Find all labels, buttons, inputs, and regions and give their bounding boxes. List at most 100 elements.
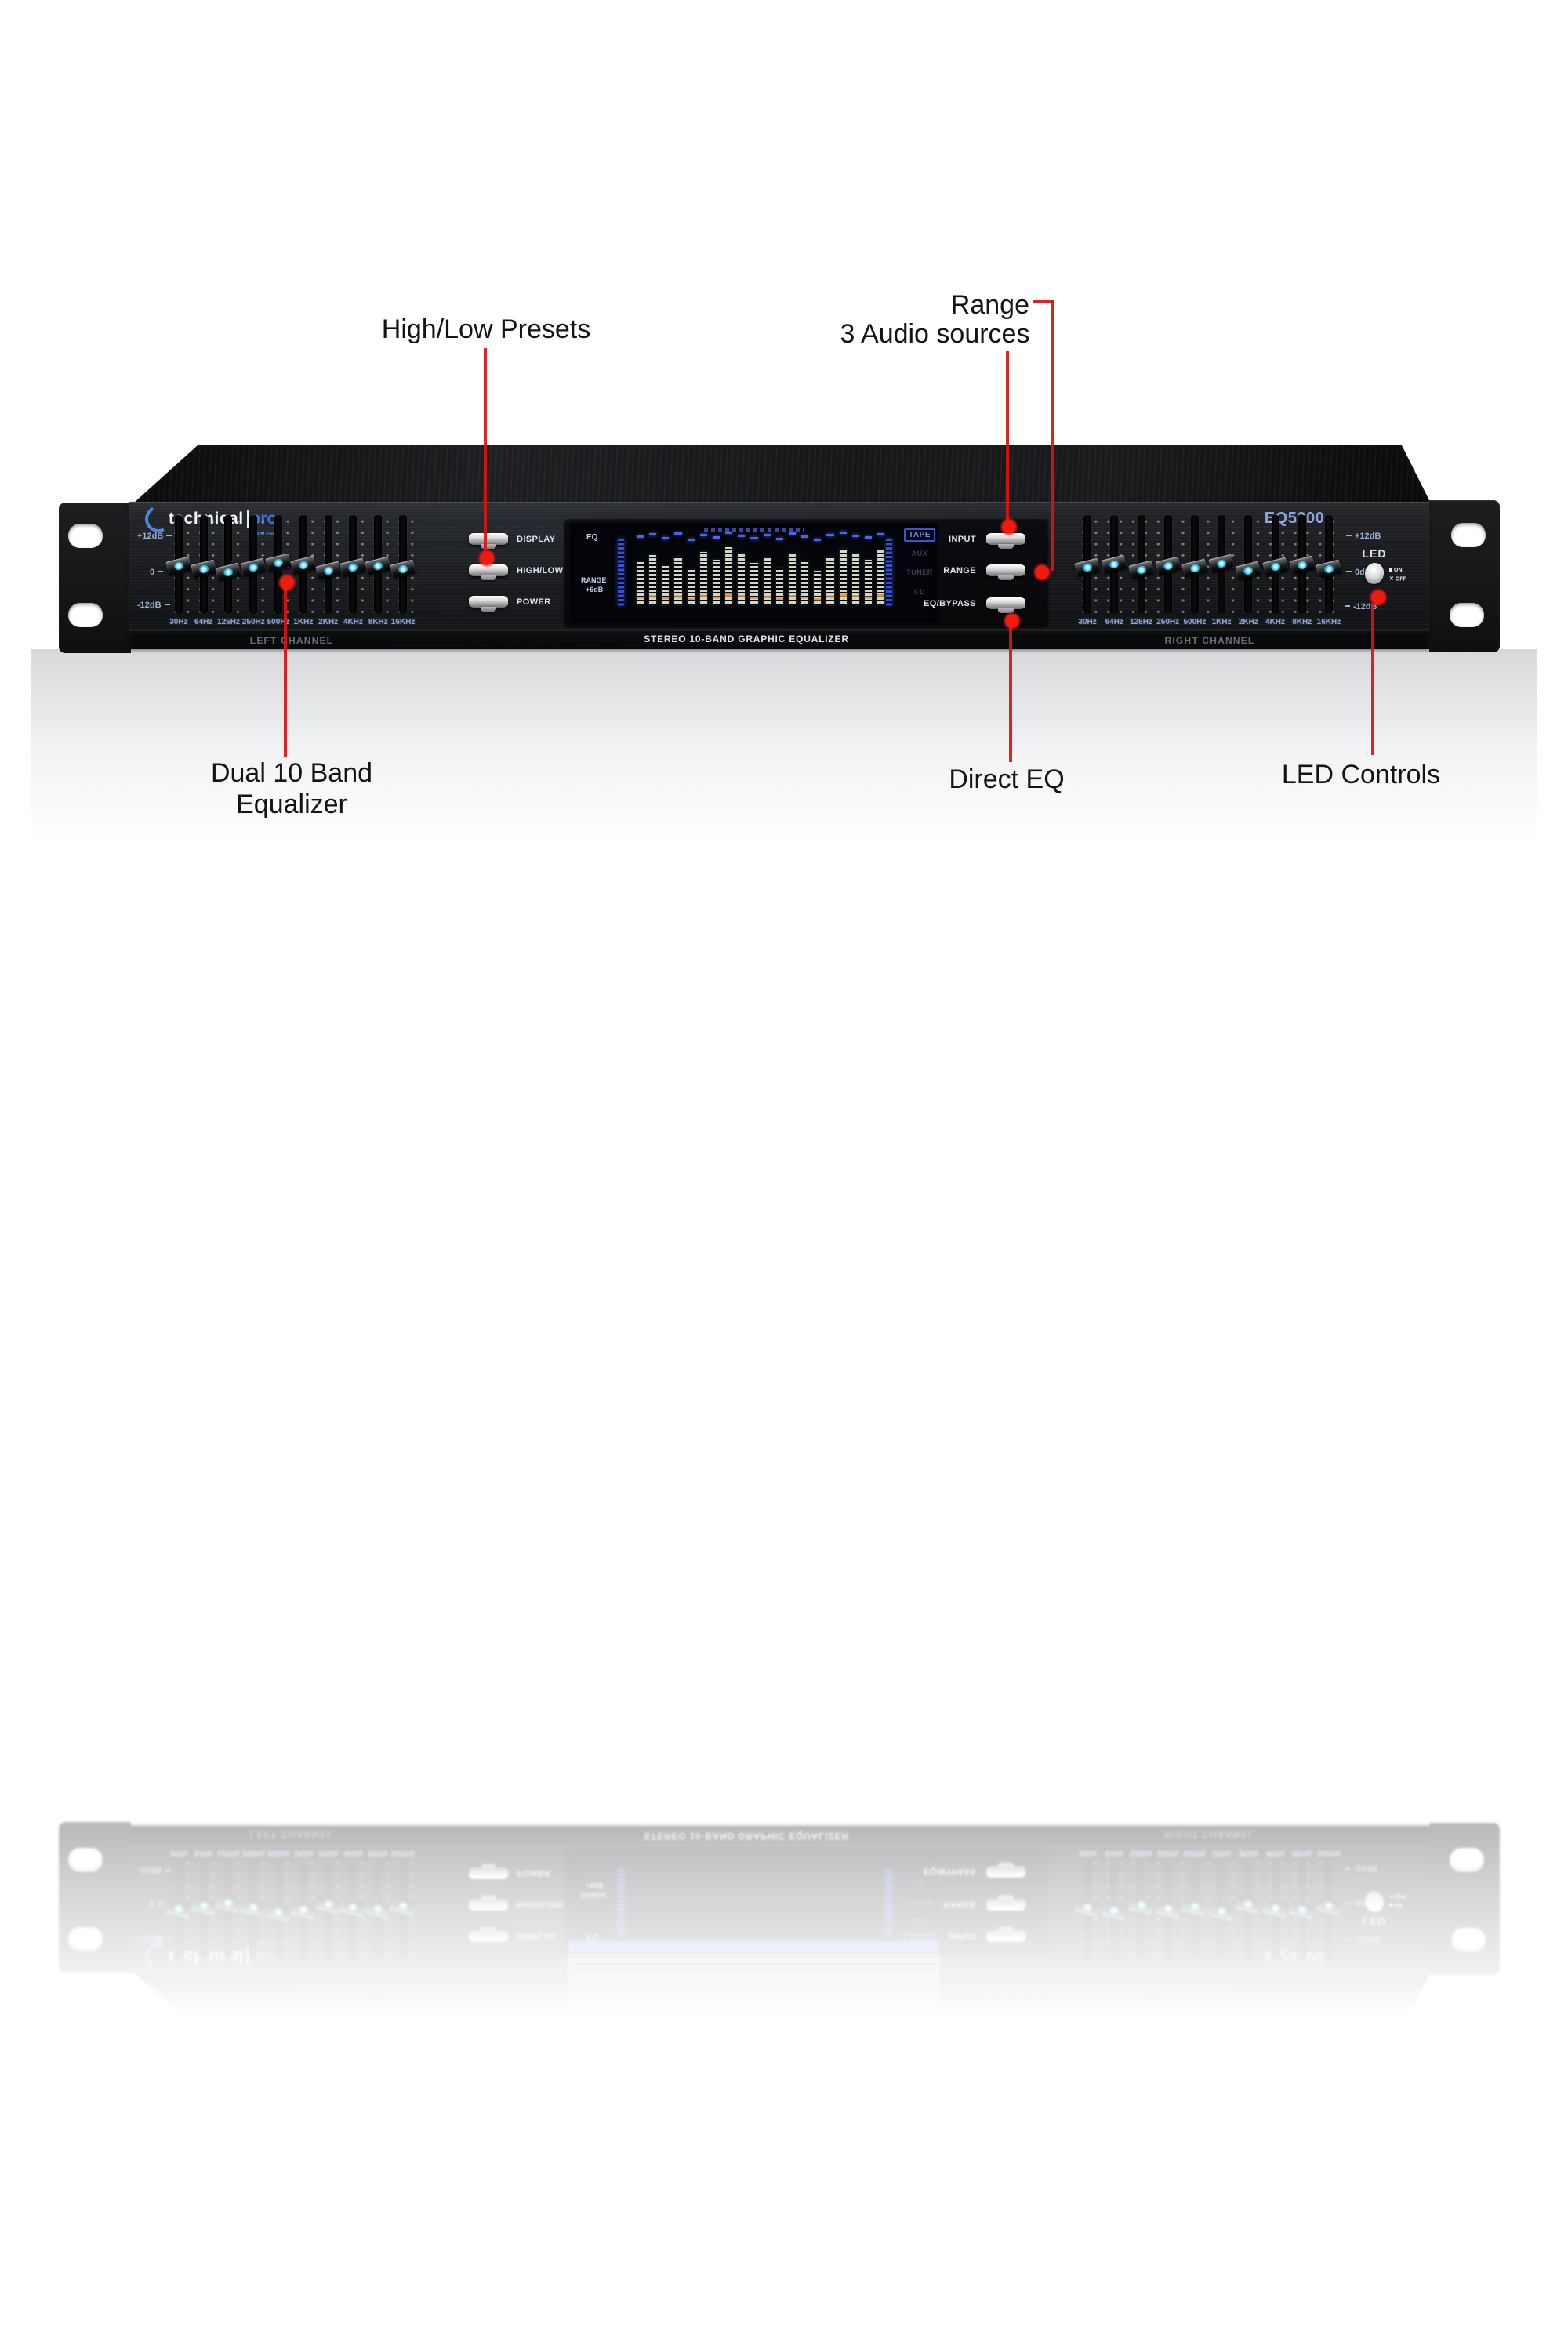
callout-dot-audio-sources [1000, 517, 1018, 536]
spectrum-bar [637, 562, 644, 605]
peak-marker [775, 538, 783, 540]
eq-band [1261, 514, 1289, 615]
lcd-range-value: +6dB [586, 586, 604, 593]
led-onoff-legend: ON ✕OFF [1389, 566, 1406, 583]
unit-top-panel [133, 445, 1431, 503]
spectrum-bar-slot [801, 531, 809, 605]
peak-marker [649, 533, 657, 535]
frequency-label: 1KHz [1211, 618, 1232, 626]
callout-dual-10-band: Dual 10 Band Equalizer [172, 757, 411, 820]
floor-shadow [31, 649, 1537, 857]
display-button-label: DISPLAY [517, 534, 556, 544]
eq-band [365, 514, 391, 615]
power-button[interactable] [469, 596, 508, 612]
peak-marker [851, 535, 859, 537]
peak-marker [725, 532, 733, 534]
slider-knob[interactable] [1316, 559, 1342, 579]
spectrum-bar-slot [662, 531, 670, 605]
slider-knob[interactable] [265, 553, 292, 572]
slider-knob[interactable] [1208, 554, 1235, 573]
source-aux-indicator: AUX [911, 550, 928, 557]
spectrum-analyzer [637, 531, 885, 605]
slider-knob[interactable] [240, 557, 267, 577]
frequency-label: 64Hz [1105, 618, 1123, 626]
frequency-label: 500Hz [267, 618, 290, 626]
slider-knob[interactable] [191, 559, 217, 579]
peak-marker [750, 537, 758, 539]
frequency-label: 8KHz [368, 618, 388, 626]
frequency-label: 1KHz [293, 618, 314, 626]
spectrum-bar-slot [864, 531, 872, 605]
frequency-label: 4KHz [1265, 618, 1286, 626]
peak-marker [662, 537, 670, 539]
spectrum-bar [725, 547, 733, 605]
slider-knob[interactable] [1261, 557, 1289, 576]
spectrum-bar-slot [738, 531, 746, 605]
off-marker-icon: ✕ [1389, 576, 1394, 582]
callout-dot-high-low [477, 549, 496, 568]
right-scale-top: +12dB [1346, 532, 1381, 541]
slider-knob[interactable] [1181, 558, 1208, 578]
led-off-label: OFF [1395, 576, 1406, 583]
eq-band [390, 514, 416, 615]
peak-marker [687, 539, 695, 541]
slider-knob[interactable] [339, 557, 367, 577]
high-low-button[interactable] [469, 564, 508, 580]
frequency-label: 2KHz [1238, 618, 1258, 626]
rack-ear-left [59, 503, 131, 653]
spectrum-bar [788, 554, 797, 605]
equalizer-unit: technical pro pro.com +12dB 0 -12dB 30Hz… [0, 0, 1568, 1176]
callout-audio-sources: 3 Audio sources [840, 319, 1030, 349]
on-marker-icon [1389, 568, 1392, 572]
rack-mount-hole [1450, 603, 1484, 627]
led-toggle-knob[interactable] [1363, 561, 1386, 586]
spectrum-bar [750, 563, 758, 605]
slider-knob[interactable] [215, 562, 242, 582]
led-on-label: ON [1394, 568, 1403, 573]
lcd-display: EQ RANGE +6dB TAPE AUX TUNER CD [569, 523, 938, 623]
frequency-label: 2KHz [318, 618, 339, 626]
range-button[interactable] [986, 564, 1025, 580]
spectrum-bar-slot [725, 531, 733, 605]
callout-range: Range [950, 290, 1029, 320]
slider-knob[interactable] [1127, 560, 1155, 579]
slider-knob[interactable] [1155, 556, 1181, 575]
slider-knob[interactable] [365, 556, 391, 575]
panel-title: STEREO 10-BAND GRAPHIC EQUALIZER [644, 633, 849, 644]
eq-band [265, 514, 292, 615]
input-button[interactable] [986, 533, 1025, 549]
slider-knob[interactable] [290, 555, 317, 575]
slider-knob[interactable] [1235, 561, 1261, 580]
slider-knob[interactable] [1074, 557, 1101, 577]
eq-bypass-button[interactable] [986, 597, 1025, 613]
right-slider-bank [1074, 514, 1342, 615]
display-button[interactable] [469, 533, 508, 549]
callout-line-led-controls [1371, 603, 1374, 755]
slider-knob[interactable] [165, 556, 192, 575]
slider-knob[interactable] [390, 559, 416, 579]
slider-knob[interactable] [1289, 555, 1316, 575]
frequency-label: 16KHz [1316, 618, 1341, 626]
callout-line-dual-band [284, 588, 287, 757]
left-scale-top: +12dB [137, 532, 172, 541]
spectrum-bar-slot [788, 531, 797, 605]
spectrum-bar [775, 568, 783, 605]
frequency-label: 250Hz [1156, 618, 1180, 626]
frequency-label: 4KHz [343, 618, 363, 626]
rack-mount-hole [68, 603, 103, 627]
spectrum-bar [687, 569, 695, 605]
slider-knob[interactable] [1101, 554, 1127, 574]
power-button-label: POWER [517, 597, 551, 607]
frequency-label: 500Hz [1183, 618, 1207, 626]
spectrum-bar-slot [814, 531, 822, 605]
slider-knob[interactable] [315, 561, 342, 580]
spectrum-bar-slot [687, 531, 695, 605]
spectrum-bar-slot [712, 531, 720, 605]
annotated-product-image: technical pro pro.com +12dB 0 -12dB 30Hz… [0, 0, 1568, 1176]
eq-bypass-button-label: EQ/BYPASS [924, 598, 976, 608]
peak-marker [864, 536, 872, 539]
spectrum-bar [763, 558, 771, 605]
spectrum-bar-slot [649, 531, 657, 605]
frequency-label: 30Hz [169, 618, 188, 626]
